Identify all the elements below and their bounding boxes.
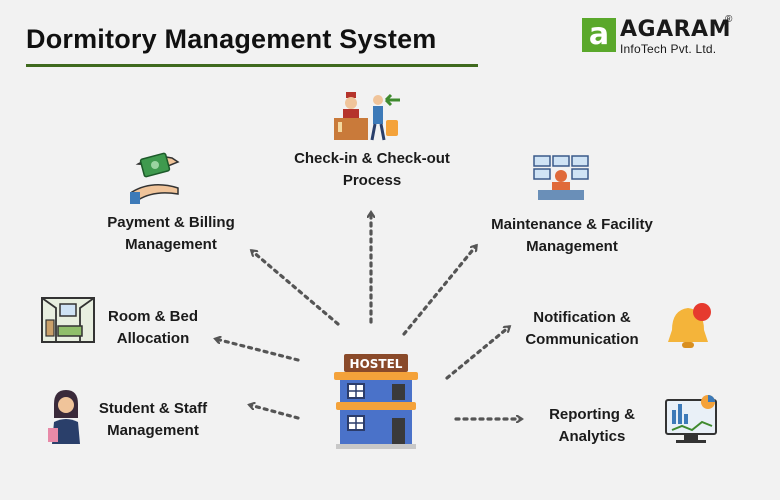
hostel-sign-text: HOSTEL <box>350 357 403 371</box>
feature-student-line1: Student & Staff <box>98 400 208 417</box>
feature-reporting: Reporting & Analytics <box>540 404 644 448</box>
arrow-to-maintenance <box>402 246 476 336</box>
checkin-reception-icon <box>334 92 400 141</box>
maintenance-monitoring-icon <box>533 155 589 200</box>
feature-checkin: Check-in & Check-out Process <box>280 148 464 192</box>
feature-checkin-line2: Process <box>342 172 402 189</box>
feature-student: Student & Staff Management <box>86 398 220 442</box>
feature-notification-line2: Communication <box>525 331 639 348</box>
feature-reporting-line1: Reporting & <box>549 406 635 423</box>
arrow-to-room <box>216 339 300 362</box>
reporting-analytics-icon <box>665 395 717 443</box>
hostel-building-icon: HOSTEL <box>334 354 418 449</box>
feature-notification-line1: Notification & <box>533 309 631 326</box>
arrow-to-notification <box>445 327 509 380</box>
company-logo: a AGARAM ® InfoTech Pvt. Ltd. <box>582 14 742 62</box>
feature-room-line2: Allocation <box>116 330 190 347</box>
logo-subtitle: InfoTech Pvt. Ltd. <box>620 42 717 56</box>
page-title: Dormitory Management System <box>26 24 437 54</box>
notification-bell-icon <box>668 303 711 348</box>
feature-maintenance-line1: Maintenance & Facility <box>491 216 653 233</box>
logo-mark: a <box>582 18 616 52</box>
feature-payment-line1: Payment & Billing <box>107 214 235 231</box>
arrow-to-student <box>250 405 300 420</box>
feature-room: Room & Bed Allocation <box>94 306 212 350</box>
feature-maintenance-line2: Management <box>526 238 618 255</box>
feature-maintenance: Maintenance & Facility Management <box>472 214 672 258</box>
title-underline <box>26 64 478 67</box>
feature-student-line2: Management <box>107 422 199 439</box>
room-bed-icon <box>41 297 95 343</box>
logo-registered-mark: ® <box>725 14 733 25</box>
feature-room-line1: Room & Bed <box>108 308 198 325</box>
student-person-icon <box>48 390 80 444</box>
feature-reporting-line2: Analytics <box>558 428 626 445</box>
arrow-to-payment <box>252 251 340 326</box>
payment-money-hand-icon <box>130 152 180 204</box>
feature-checkin-line1: Check-in & Check-out <box>294 150 450 167</box>
feature-payment-line2: Management <box>125 236 217 253</box>
logo-name: AGARAM <box>620 17 731 42</box>
feature-payment: Payment & Billing Management <box>94 212 248 256</box>
feature-notification: Notification & Communication <box>514 307 650 351</box>
